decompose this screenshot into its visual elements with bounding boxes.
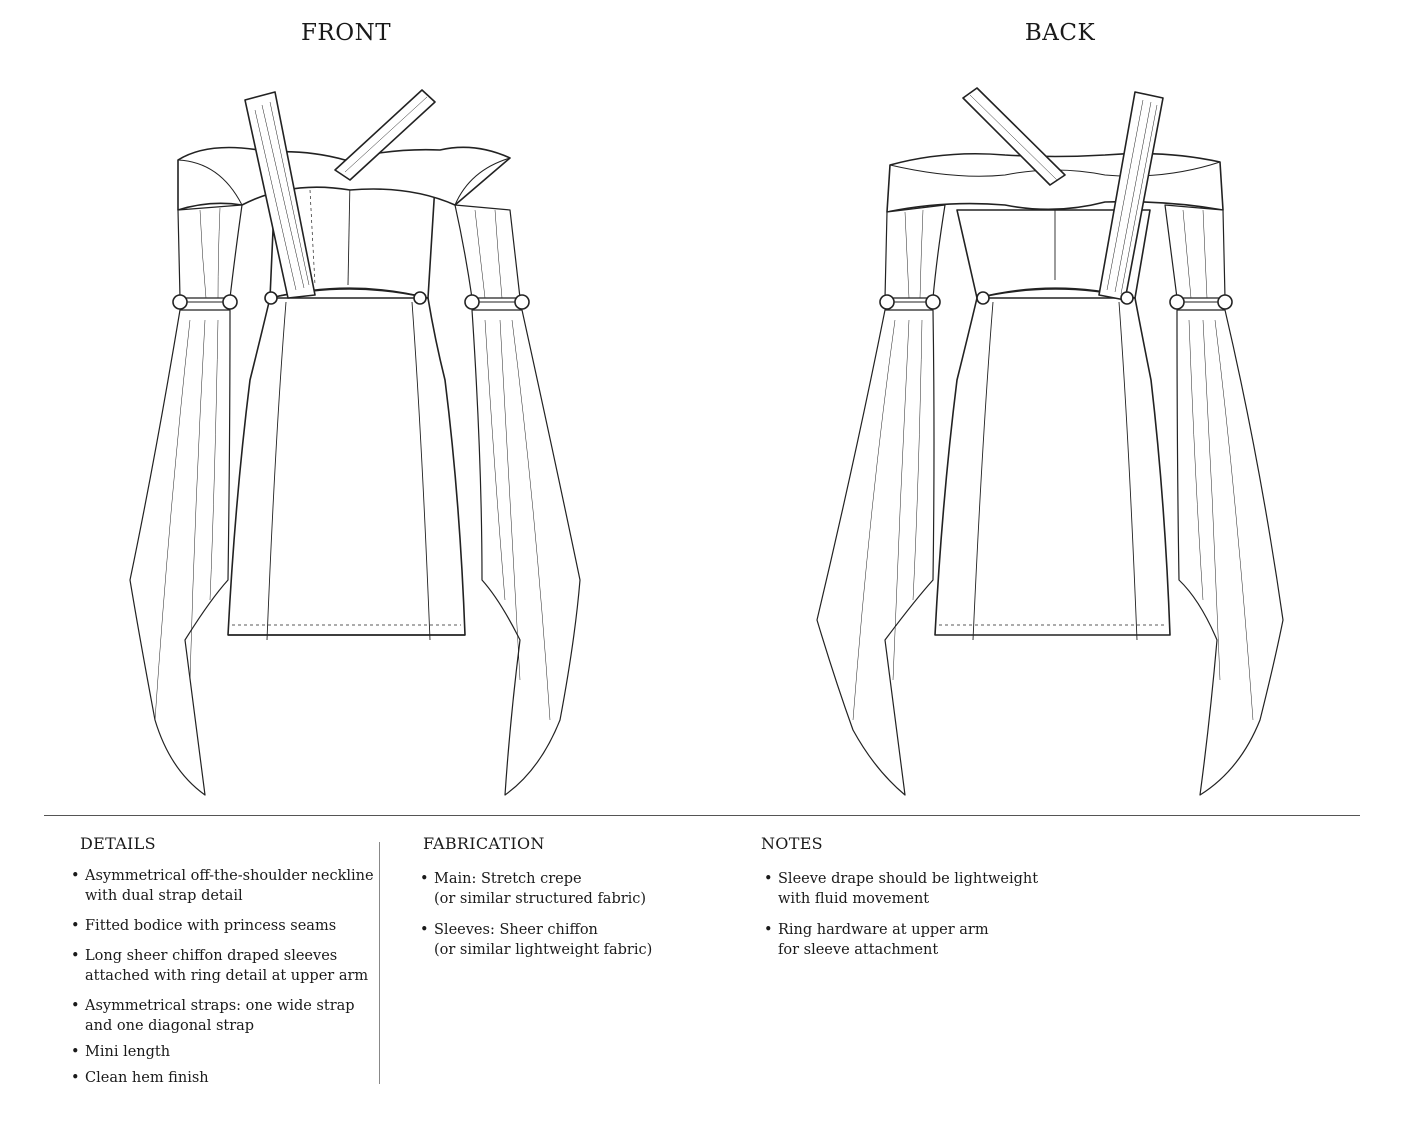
fabrication-heading: FABRICATION — [423, 834, 545, 853]
details-item: Clean hem finish — [71, 1068, 374, 1088]
details-list: Asymmetrical off-the-shoulder neckline w… — [71, 866, 374, 1094]
notes-item: Ring hardware at upper arm for sleeve at… — [764, 920, 1038, 960]
fabrication-item: Main: Stretch crepe (or similar structur… — [420, 869, 652, 909]
back-dress-sketch — [816, 87, 1284, 796]
details-heading: DETAILS — [80, 834, 156, 853]
front-dress-sketch — [129, 89, 581, 796]
details-item: Long sheer chiffon draped sleeves attach… — [71, 946, 374, 986]
section-divider — [44, 815, 1360, 816]
notes-item: Sleeve drape should be lightweight with … — [764, 869, 1038, 909]
details-item: Fitted bodice with princess seams — [71, 916, 374, 936]
details-item: Mini length — [71, 1042, 374, 1062]
back-view-title: BACK — [1024, 20, 1096, 46]
notes-heading: NOTES — [761, 834, 823, 853]
column-divider — [379, 842, 380, 1084]
details-item: Asymmetrical off-the-shoulder neckline w… — [71, 866, 374, 906]
notes-list: Sleeve drape should be lightweight with … — [764, 869, 1038, 971]
details-item: Asymmetrical straps: one wide strap and … — [71, 996, 374, 1036]
fabrication-item: Sleeves: Sheer chiffon (or similar light… — [420, 920, 652, 960]
fabrication-list: Main: Stretch crepe (or similar structur… — [420, 869, 652, 971]
front-view-title: FRONT — [300, 20, 392, 46]
